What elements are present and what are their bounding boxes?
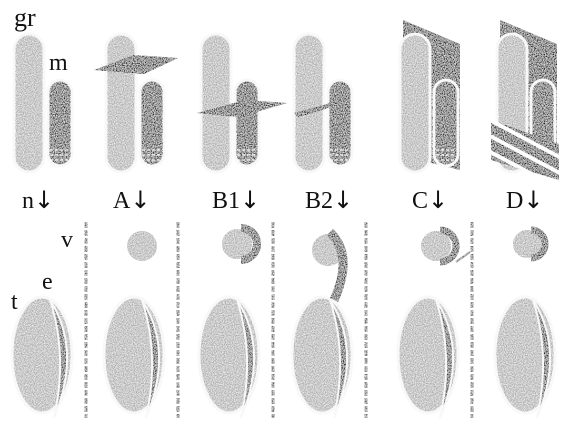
gray-rod <box>106 34 136 172</box>
gray-rod <box>400 34 430 172</box>
panel-A-rods <box>94 34 178 172</box>
panel-label-n: n↓ <box>22 188 54 213</box>
label-gr: gr <box>14 6 36 30</box>
label-e: e <box>42 270 53 294</box>
down-arrow-icon: ↓ <box>333 186 353 214</box>
panel-C-rods <box>400 20 460 172</box>
label-m: m <box>49 51 68 75</box>
panel-C-assembly <box>398 222 472 418</box>
down-arrow-icon: ↓ <box>428 186 448 214</box>
panel-label-text: n <box>22 188 34 214</box>
vesicle-tether <box>456 252 470 262</box>
gray-rod <box>14 34 44 172</box>
label-v: v <box>61 228 73 252</box>
small-vesicle <box>127 231 157 261</box>
dark-rod <box>140 80 164 166</box>
panel-D-rods <box>491 20 559 180</box>
down-arrow-icon: ↓ <box>523 186 543 214</box>
dark-rod <box>235 80 259 166</box>
panel-label-text: A <box>113 188 130 214</box>
gray-rod <box>294 34 324 172</box>
dark-rod <box>48 80 72 166</box>
panel-label-text: B1 <box>212 188 240 214</box>
panel-label-B1: B1↓ <box>212 188 260 213</box>
small-vesicle <box>421 231 451 261</box>
panel-B1-assembly <box>199 222 273 418</box>
panel-B2-rods <box>294 34 352 172</box>
panel-label-text: B2 <box>305 188 333 214</box>
panel-label-A: A↓ <box>113 188 150 213</box>
panel-D-assembly <box>495 222 565 418</box>
down-arrow-icon: ↓ <box>34 186 54 214</box>
panel-B2-assembly <box>292 222 366 418</box>
dark-rod <box>328 80 352 166</box>
panel-n-assembly <box>12 222 86 418</box>
panel-label-D: D↓ <box>506 188 543 213</box>
panel-label-text: D <box>506 188 523 214</box>
down-arrow-icon: ↓ <box>240 186 260 214</box>
panel-label-C: C↓ <box>412 188 448 213</box>
label-t: t <box>11 290 18 314</box>
panel-label-B2: B2↓ <box>305 188 353 213</box>
panel-label-text: C <box>412 188 428 214</box>
panel-A-assembly <box>104 222 178 418</box>
down-arrow-icon: ↓ <box>130 186 150 214</box>
gray-rod <box>201 34 231 172</box>
panel-B1-rods <box>197 34 287 172</box>
dark-rod <box>434 80 458 166</box>
